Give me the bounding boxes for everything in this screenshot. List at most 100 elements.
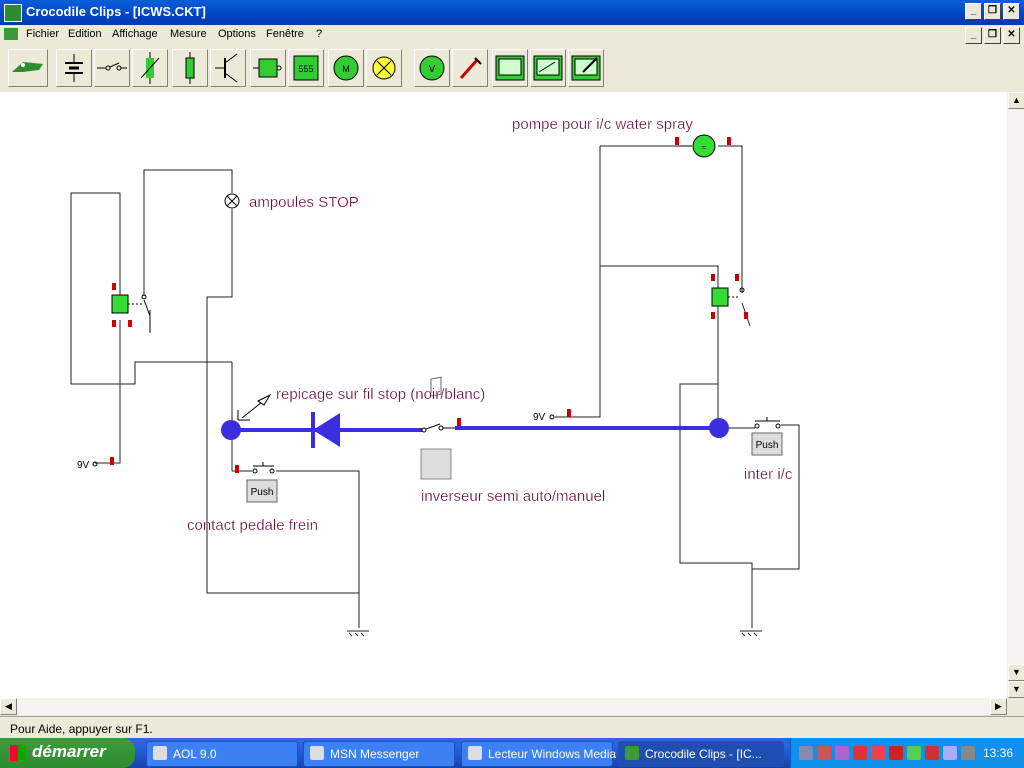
ic-555-icon: 555 bbox=[293, 55, 319, 81]
start-button[interactable]: démarrer bbox=[0, 738, 135, 768]
task-aol-label: AOL 9.0 bbox=[173, 747, 217, 761]
graph3-button[interactable] bbox=[568, 49, 604, 87]
circuit-canvas[interactable]: ≈ Push Push 9V bbox=[0, 92, 1007, 698]
push-button-ic[interactable]: Push bbox=[751, 432, 783, 456]
graph2-icon bbox=[533, 55, 563, 81]
volume-icon[interactable] bbox=[907, 746, 921, 760]
windows-flag-icon bbox=[10, 745, 26, 761]
switch-button[interactable] bbox=[94, 49, 130, 87]
scroll-down-arrow-upper[interactable]: ▼ bbox=[1008, 664, 1024, 681]
network-icon[interactable] bbox=[799, 746, 813, 760]
push-label-brake: Push bbox=[251, 487, 274, 498]
menu-fichier[interactable]: Fichier bbox=[26, 28, 60, 40]
graph2-button[interactable] bbox=[530, 49, 566, 87]
task-media-player[interactable]: Lecteur Windows Media bbox=[461, 741, 616, 767]
transistor-icon bbox=[215, 53, 238, 83]
window-title: Crocodile Clips - [ICWS.CKT] bbox=[26, 4, 206, 19]
doc-close-button[interactable]: ✕ bbox=[1003, 27, 1020, 44]
antivirus-icon[interactable] bbox=[853, 746, 867, 760]
svg-text:≈: ≈ bbox=[702, 143, 707, 152]
task-msn[interactable]: MSN Messenger bbox=[303, 741, 455, 767]
relay-left[interactable] bbox=[111, 294, 129, 314]
thermistor-button[interactable] bbox=[132, 49, 168, 87]
scroll-right-button[interactable]: ▶ bbox=[990, 698, 1007, 715]
graph3-icon bbox=[571, 55, 601, 81]
ic555-label: 555 bbox=[298, 64, 313, 74]
minimize-button[interactable]: _ bbox=[965, 3, 982, 20]
restore-button[interactable]: ❐ bbox=[984, 3, 1001, 20]
scroll-left-button[interactable]: ◀ bbox=[0, 698, 17, 715]
speaker-icon[interactable] bbox=[961, 746, 975, 760]
task-crocodile-label: Crocodile Clips - [IC... bbox=[645, 747, 762, 761]
aol-icon bbox=[153, 746, 167, 760]
update-icon[interactable] bbox=[889, 746, 903, 760]
tap-wire[interactable] bbox=[221, 412, 729, 448]
voltmeter-button[interactable]: V bbox=[414, 49, 450, 87]
document-icon[interactable] bbox=[4, 28, 18, 40]
doc-minimize-button[interactable]: _ bbox=[965, 27, 982, 44]
probe-button[interactable] bbox=[452, 49, 488, 87]
task-aol[interactable]: AOL 9.0 bbox=[146, 741, 298, 767]
circuit-diagram[interactable]: ≈ Push Push 9V bbox=[0, 92, 1007, 698]
menu-options[interactable]: Options bbox=[218, 28, 256, 40]
status-bar: Pour Aide, appuyer sur F1. bbox=[0, 716, 1024, 739]
task-crocodile[interactable]: Crocodile Clips - [IC... bbox=[618, 741, 784, 767]
battery-icon bbox=[65, 54, 83, 82]
graph-icon bbox=[495, 55, 525, 81]
clock: 13:36 bbox=[982, 746, 1013, 760]
menu-mesure[interactable]: Mesure bbox=[170, 28, 207, 40]
voltmeter-icon: V bbox=[419, 55, 445, 81]
menu-fenetre[interactable]: Fenêtre bbox=[266, 28, 304, 40]
scroll-up-button[interactable]: ▲ bbox=[1008, 92, 1024, 109]
media-player-icon bbox=[468, 746, 482, 760]
graph-button[interactable] bbox=[492, 49, 528, 87]
vertical-scrollbar[interactable]: ▲ ▼ ▼ bbox=[1007, 92, 1024, 698]
label-pump: pompe pour i/c water spray bbox=[512, 116, 693, 133]
motor-button[interactable]: M bbox=[328, 49, 364, 87]
crocodile-logo-button[interactable] bbox=[8, 49, 48, 87]
battery-button[interactable] bbox=[56, 49, 92, 87]
msn-icon bbox=[310, 746, 324, 760]
relay-right[interactable] bbox=[711, 287, 729, 307]
title-bar: Crocodile Clips - [ICWS.CKT] _ ❐ ✕ bbox=[0, 0, 1024, 25]
adsl-icon[interactable] bbox=[943, 746, 957, 760]
doc-restore-button[interactable]: ❐ bbox=[984, 27, 1001, 44]
status-text: Pour Aide, appuyer sur F1. bbox=[10, 722, 153, 736]
supply-mid-label: 9V bbox=[533, 412, 546, 423]
ati-icon[interactable] bbox=[925, 746, 939, 760]
push-button-brake[interactable]: Push bbox=[246, 479, 278, 503]
label-brake: contact pedale frein bbox=[187, 517, 318, 534]
horizontal-scrollbar[interactable]: ◀ ▶ bbox=[0, 698, 1007, 715]
supply-left-label: 9V bbox=[77, 460, 90, 471]
probe-icon bbox=[459, 57, 482, 79]
pump-motor[interactable]: ≈ bbox=[679, 134, 716, 158]
motor-icon: M bbox=[333, 55, 359, 81]
label-ic: inter i/c bbox=[744, 466, 793, 483]
menu-bar: Fichier Edition Affichage Mesure Options… bbox=[0, 25, 1024, 44]
ground-symbols bbox=[347, 630, 762, 637]
ic-555-button[interactable]: 555 bbox=[288, 49, 324, 87]
menu-edition[interactable]: Edition bbox=[68, 28, 102, 40]
inverter-toggle-button[interactable] bbox=[420, 448, 452, 480]
inverter-switch[interactable] bbox=[421, 423, 455, 433]
toolbar: 555 M V bbox=[0, 44, 1024, 93]
resistor-button[interactable] bbox=[172, 49, 208, 87]
menu-help[interactable]: ? bbox=[316, 28, 323, 40]
firewall-icon[interactable] bbox=[871, 746, 885, 760]
svg-text:M: M bbox=[342, 64, 350, 74]
transistor-button[interactable] bbox=[210, 49, 246, 87]
system-tray: 13:36 bbox=[790, 738, 1024, 768]
messenger-tray-icon[interactable] bbox=[835, 746, 849, 760]
push-label-ic: Push bbox=[756, 440, 779, 451]
close-button[interactable]: ✕ bbox=[1003, 3, 1020, 20]
lamp-stop[interactable] bbox=[224, 193, 240, 209]
crocodile-task-icon bbox=[625, 746, 639, 760]
thermistor-icon bbox=[140, 52, 160, 84]
security-icon[interactable] bbox=[817, 746, 831, 760]
label-tap: repicage sur fil stop (noir/blanc) bbox=[276, 386, 485, 403]
logic-gate-button[interactable] bbox=[250, 49, 286, 87]
menu-affichage[interactable]: Affichage bbox=[112, 28, 158, 40]
lamp-button[interactable] bbox=[366, 49, 402, 87]
scroll-down-button[interactable]: ▼ bbox=[1008, 681, 1024, 698]
taskbar: démarrer AOL 9.0 MSN Messenger Lecteur W… bbox=[0, 738, 1024, 768]
